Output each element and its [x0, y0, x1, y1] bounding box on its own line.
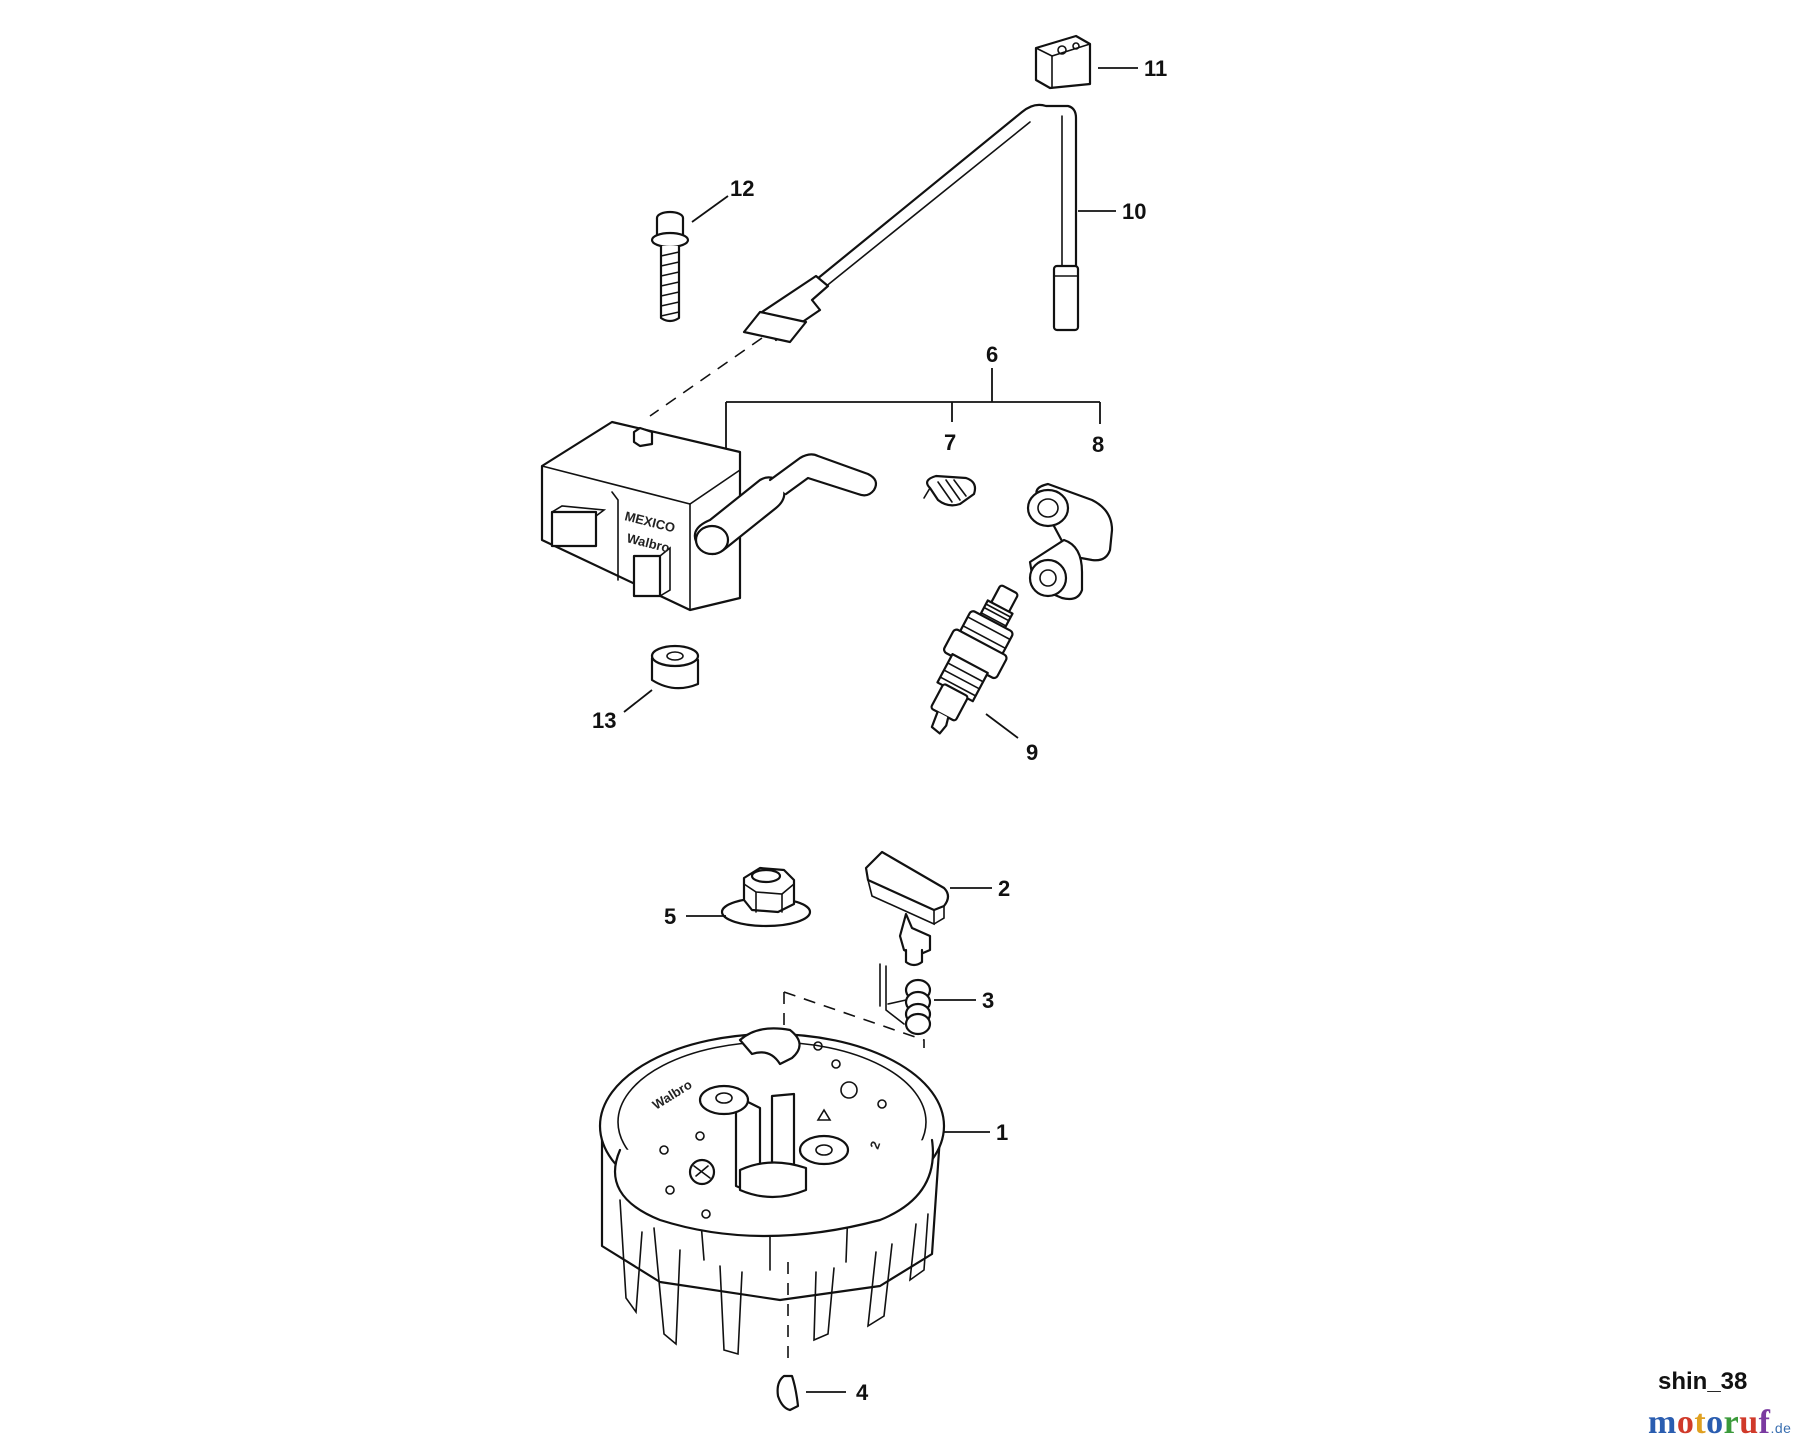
- leader-9: [985, 713, 1019, 739]
- motoruf-watermark-logo: motoruf.de: [1648, 1404, 1791, 1442]
- part-11-cap: [1034, 34, 1092, 90]
- callout-13: 13: [592, 708, 616, 733]
- callout-12: 12: [730, 176, 754, 201]
- leader-12: [691, 195, 729, 223]
- assembly-line-wire-to-module: [649, 337, 763, 417]
- part-3-spring: [879, 963, 932, 1036]
- watermark-letter: r: [1723, 1404, 1740, 1441]
- part-9-spark-plug: [930, 584, 1019, 735]
- part-8-spark-boot: [1026, 482, 1114, 601]
- watermark-letter: u: [1739, 1404, 1759, 1441]
- diagram-id-label: shin_38: [1658, 1368, 1748, 1395]
- watermark-letters: motoruf: [1648, 1404, 1771, 1441]
- watermark-letter: o: [1676, 1404, 1695, 1441]
- callout-6: 6: [986, 342, 998, 367]
- callout-5: 5: [664, 904, 676, 929]
- part-10-ignition-wire: [742, 103, 1080, 344]
- part-1-flywheel: Walbro 2: [598, 1027, 946, 1356]
- callout-3: 3: [982, 988, 994, 1013]
- watermark-letter: o: [1706, 1404, 1724, 1441]
- part-12-screw: [650, 210, 690, 323]
- watermark-letter: f: [1758, 1404, 1771, 1441]
- callout-9: 9: [1026, 740, 1038, 765]
- part-4-key: [776, 1374, 800, 1412]
- part-7-spring: [923, 474, 977, 507]
- watermark-letter: m: [1648, 1404, 1677, 1441]
- callout-7: 7: [944, 430, 956, 455]
- callout-2: 2: [998, 876, 1010, 901]
- callout-11: 11: [1144, 56, 1167, 81]
- part-6-ignition-module: MEXICO Walbro: [540, 420, 878, 612]
- watermark-letter: t: [1694, 1404, 1707, 1441]
- callout-10: 10: [1122, 199, 1146, 224]
- callout-4: 4: [856, 1380, 869, 1405]
- leader-13: [623, 689, 653, 713]
- callout-8: 8: [1092, 432, 1104, 457]
- part-6-bracket: [725, 368, 1101, 466]
- part-13-spacer: [650, 644, 700, 690]
- callout-1: 1: [996, 1120, 1008, 1145]
- watermark-suffix: .de: [1770, 1420, 1792, 1436]
- part-5-nut: [720, 866, 812, 928]
- flywheel-mark-text: 2: [867, 1139, 884, 1151]
- part-2-pawl: [864, 850, 950, 967]
